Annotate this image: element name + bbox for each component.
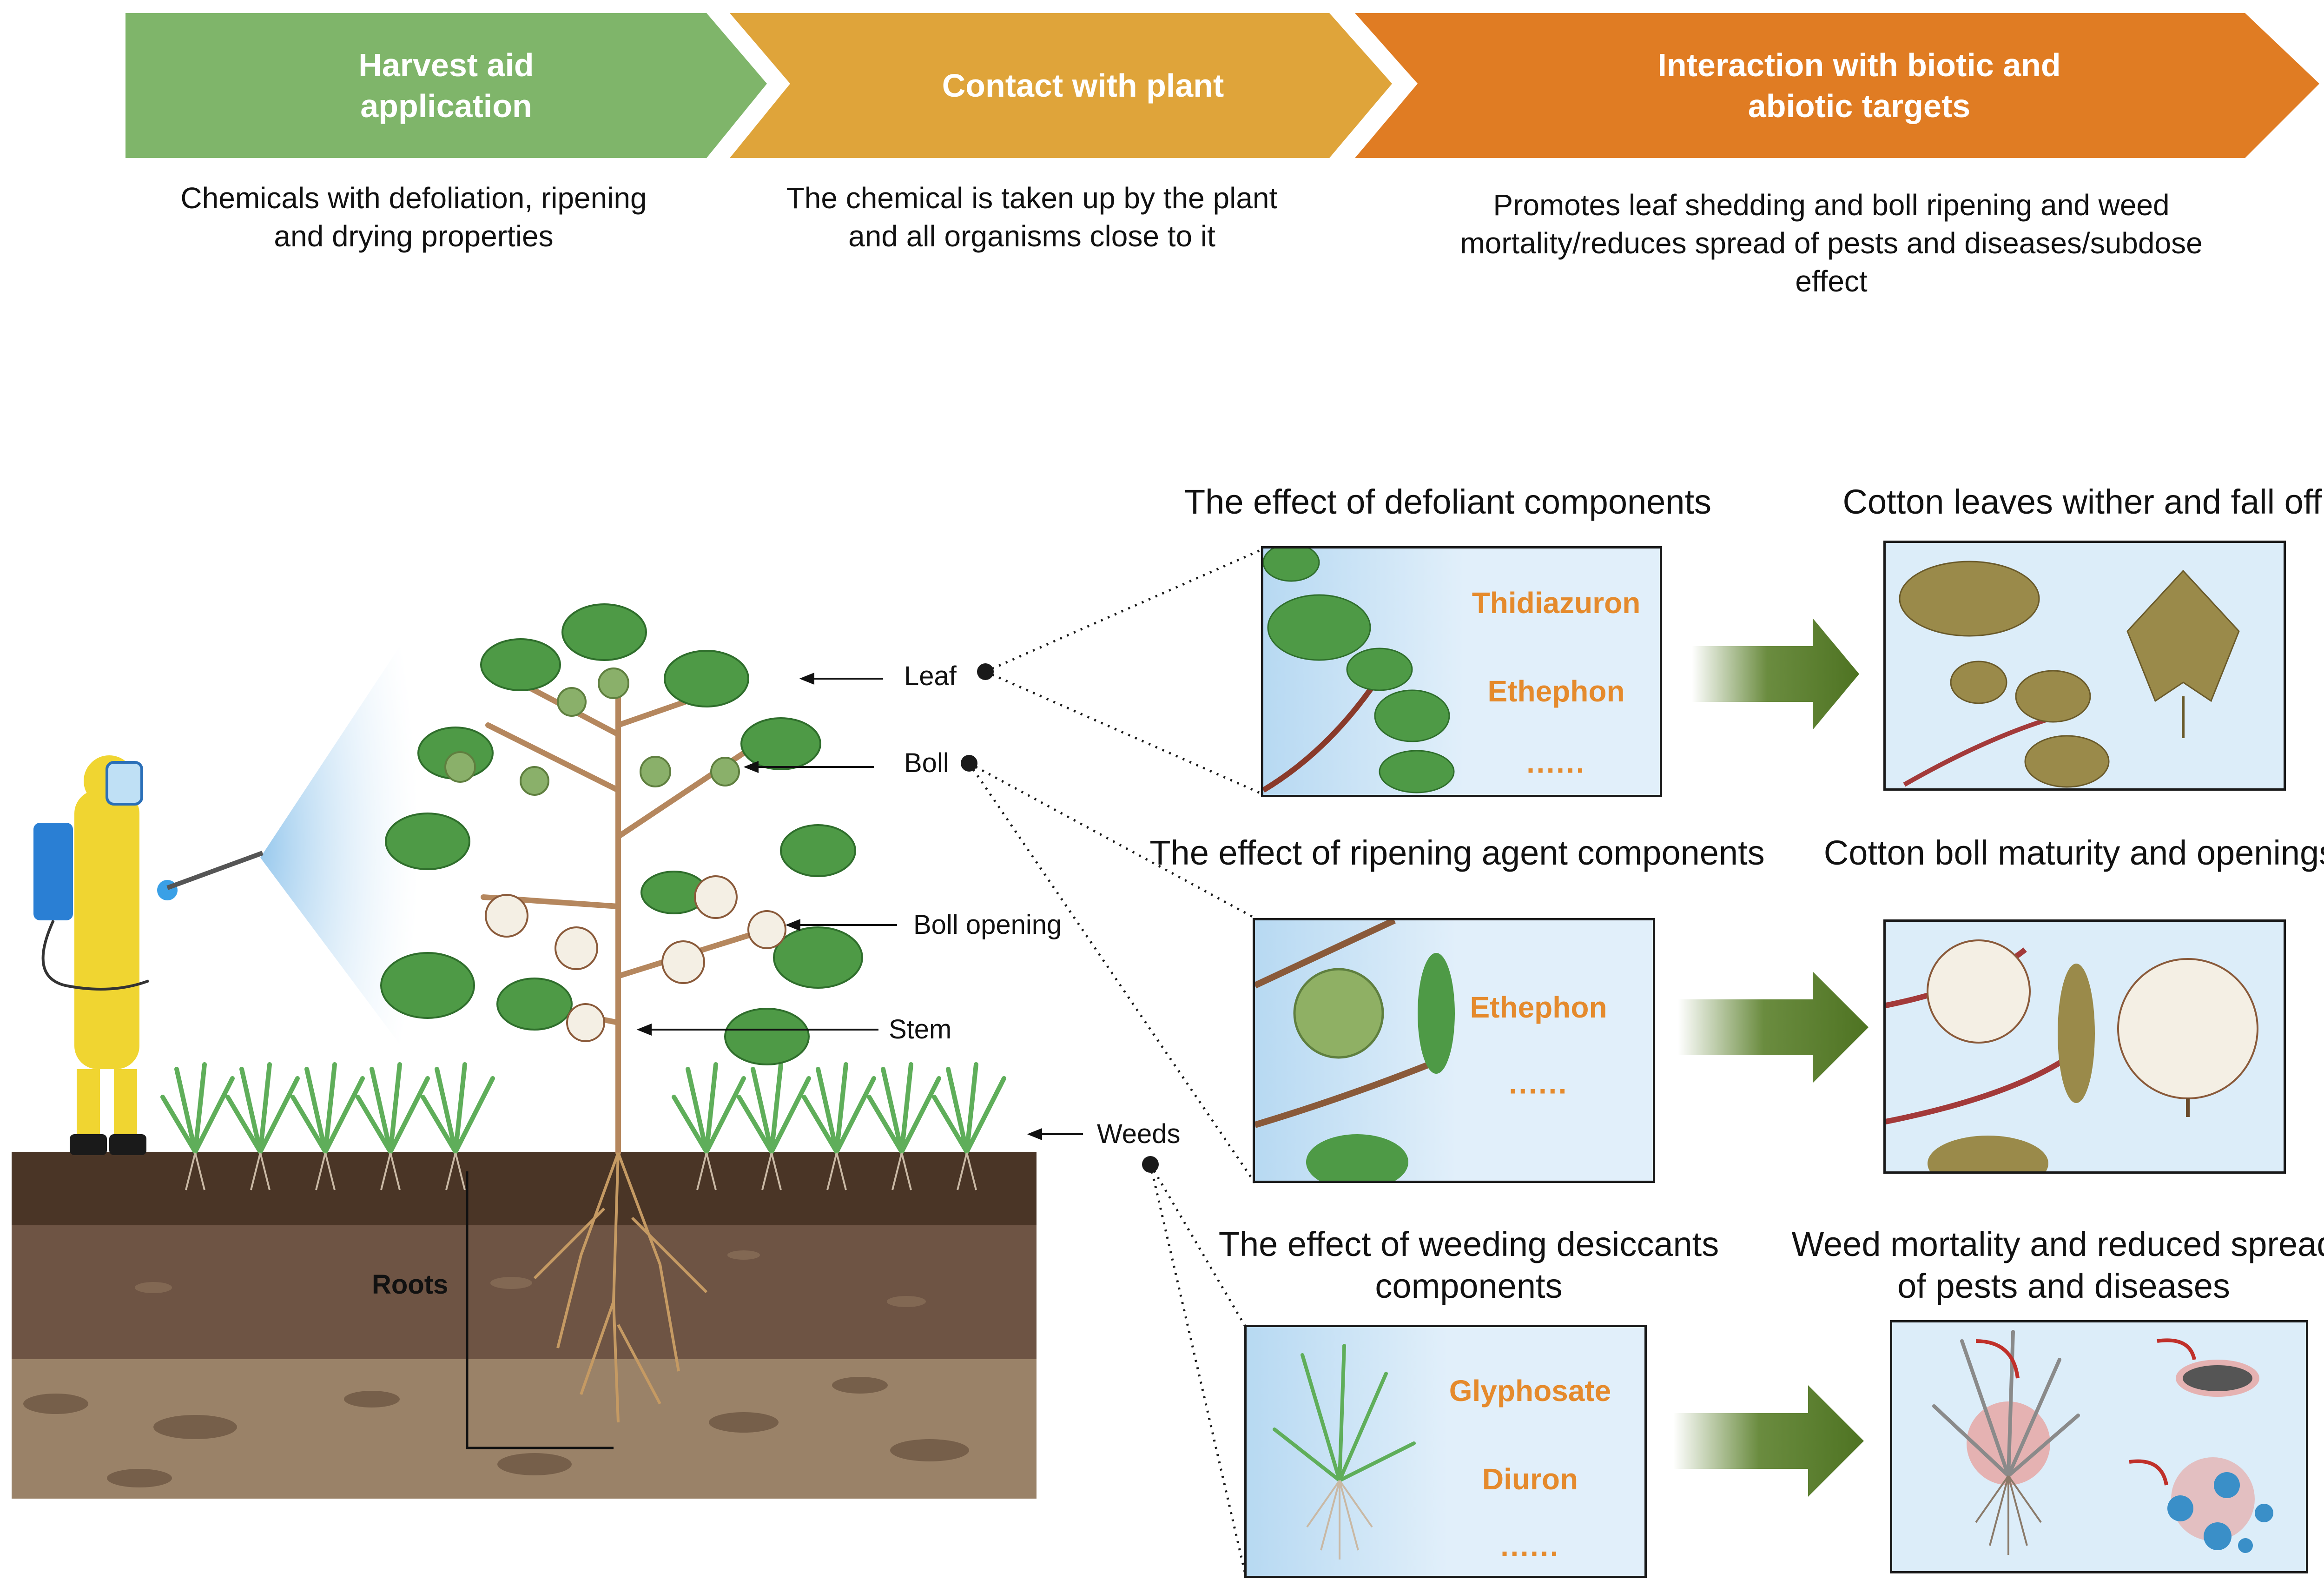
ripening-panel: Ethephon ······ <box>1253 918 1655 1183</box>
chemical-ellipsis: ······ <box>1509 1074 1568 1108</box>
desiccant-weed-illustration <box>1247 1327 1644 1576</box>
roots-bracket <box>466 1171 614 1449</box>
plant-label-pointers <box>636 673 1083 1140</box>
ripening-boll-illustration <box>1255 920 1653 1181</box>
step-3-description: Promotes leaf shedding and boll ripening… <box>1460 188 2203 298</box>
step-chevron-3 <box>1355 13 2319 158</box>
chemical-thidiazuron: Thidiazuron <box>1472 586 1641 620</box>
boll-opening-label: Boll opening <box>913 910 1062 940</box>
chemical-glyphosate: Glyphosate <box>1449 1374 1611 1408</box>
defoliant-leaves-illustration <box>1263 548 1660 795</box>
step-1-title: Harvest aid application <box>358 47 534 124</box>
open-boll-illustration <box>1886 939 2258 1171</box>
result-2-heading: Cotton boll maturity and openings <box>1823 833 2324 872</box>
result-3-heading: Weed mortality and reduced spread of pes… <box>1791 1225 2324 1305</box>
effect-3-heading: The effect of weeding desiccants compone… <box>1218 1225 1719 1305</box>
chemical-diuron: Diuron <box>1482 1462 1578 1496</box>
leaf-label: Leaf <box>904 661 957 691</box>
dotted-connectors <box>968 547 1265 1576</box>
step-2-description: The chemical is taken up by the plant an… <box>786 181 1278 253</box>
cotton-plant-illustration <box>380 603 863 1423</box>
step-chevron-1 <box>125 13 767 158</box>
effect-2-heading: The effect of ripening agent components <box>1149 833 1765 872</box>
weed-mortality-illustration <box>1932 1330 2273 1555</box>
chemical-ethephon: Ethephon <box>1487 674 1625 708</box>
withered-leaves-illustration <box>1899 561 2240 788</box>
weeds-illustration <box>160 1062 1006 1154</box>
step-chevron-2 <box>730 13 1392 158</box>
sprayer-person-illustration <box>33 755 264 1155</box>
weed-mortality-panel <box>1890 1320 2308 1573</box>
result-1-heading: Cotton leaves wither and fall off <box>1842 482 2322 521</box>
roots-label: Roots <box>372 1269 449 1300</box>
open-boll-panel <box>1883 919 2286 1174</box>
boll-label: Boll <box>904 748 949 778</box>
result-arrows <box>1673 618 1868 1497</box>
desiccant-panel: Glyphosate Diuron ······ <box>1244 1325 1647 1578</box>
weed-roots-illustration <box>185 1152 977 1190</box>
step-1-description: Chemicals with defoliation, ripening and… <box>180 181 647 253</box>
step-3-title: Interaction with biotic and abiotic targ… <box>1657 47 2061 124</box>
stem-label: Stem <box>889 1014 952 1044</box>
chemical-ethephon: Ethephon <box>1470 991 1607 1024</box>
effect-1-heading: The effect of defoliant components <box>1184 482 1712 521</box>
chemical-ellipsis: ······ <box>1500 1537 1560 1570</box>
step-2-title: Contact with plant <box>942 67 1224 104</box>
soil-illustration <box>12 1152 1037 1499</box>
withered-leaves-panel <box>1883 541 2286 791</box>
weeds-label: Weeds <box>1097 1119 1181 1149</box>
defoliant-panel: Thidiazuron Ethephon ······ <box>1261 546 1662 797</box>
spray-cone <box>260 618 418 1069</box>
chemical-ellipsis: ······ <box>1526 753 1586 787</box>
